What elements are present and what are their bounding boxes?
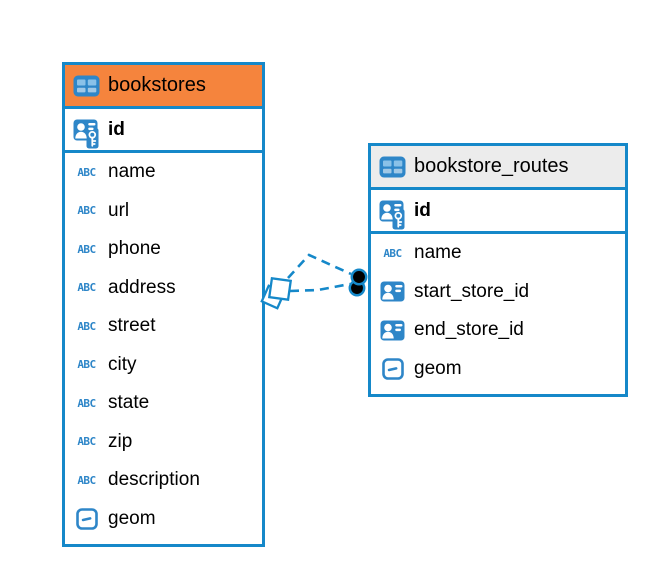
- column-row-id[interactable]: id: [65, 109, 262, 153]
- text-type-icon: ABC: [77, 473, 96, 487]
- table-title: bookstores: [108, 74, 206, 96]
- table-icon: [73, 75, 100, 97]
- column-name-label: address: [108, 276, 176, 298]
- column-row-start-store-id[interactable]: start_store_id: [371, 273, 625, 312]
- entity-table-bookstores[interactable]: bookstores id ABC name ABC: [62, 62, 265, 547]
- relationship-source-marker: [260, 276, 293, 310]
- text-type-icon: ABC: [77, 242, 96, 256]
- column-row-geom[interactable]: geom: [371, 350, 625, 389]
- relationship-target-marker: [348, 268, 368, 297]
- column-name-label: id: [414, 199, 431, 221]
- column-row-end-store-id[interactable]: end_store_id: [371, 311, 625, 350]
- text-type-icon: ABC: [77, 281, 96, 295]
- table-title: bookstore_routes: [414, 155, 569, 177]
- text-type-icon: ABC: [77, 358, 96, 372]
- column-name-label: phone: [108, 238, 161, 260]
- column-row-state[interactable]: ABC state: [65, 384, 262, 423]
- column-row-street[interactable]: ABC street: [65, 307, 262, 346]
- column-name-label: description: [108, 469, 200, 491]
- column-name-label: end_store_id: [414, 319, 524, 341]
- text-type-icon: ABC: [77, 319, 96, 333]
- foreign-key-icon: [379, 281, 406, 302]
- column-row-name[interactable]: ABC name: [371, 234, 625, 273]
- column-name-label: street: [108, 315, 156, 337]
- table-header-bookstore-routes[interactable]: bookstore_routes: [371, 146, 625, 190]
- column-name-label: start_store_id: [414, 280, 530, 302]
- column-name-label: city: [108, 353, 137, 375]
- primary-key-icon: [73, 111, 100, 149]
- column-name-label: id: [108, 118, 125, 140]
- text-type-icon: ABC: [383, 246, 402, 260]
- column-row-url[interactable]: ABC url: [65, 192, 262, 231]
- table-header-bookstores[interactable]: bookstores: [65, 65, 262, 109]
- column-name-label: name: [108, 161, 156, 183]
- column-name-label: name: [414, 242, 462, 264]
- column-row-address[interactable]: ABC address: [65, 269, 262, 308]
- column-row-phone[interactable]: ABC phone: [65, 230, 262, 269]
- text-type-icon: ABC: [77, 204, 96, 218]
- column-row-zip[interactable]: ABC zip: [65, 423, 262, 462]
- text-type-icon: ABC: [77, 396, 96, 410]
- column-name-label: zip: [108, 430, 133, 452]
- entity-table-bookstore-routes[interactable]: bookstore_routes id ABC name: [368, 143, 628, 397]
- column-row-city[interactable]: ABC city: [65, 346, 262, 385]
- column-row-id[interactable]: id: [371, 190, 625, 234]
- column-name-label: geom: [414, 357, 462, 379]
- column-row-name[interactable]: ABC name: [65, 153, 262, 192]
- relationship-line-upper: [287, 253, 352, 279]
- column-name-label: geom: [108, 507, 156, 529]
- geometry-type-icon: [73, 507, 100, 530]
- column-row-description[interactable]: ABC description: [65, 461, 262, 500]
- foreign-key-icon: [379, 320, 406, 341]
- column-name-label: state: [108, 392, 150, 414]
- relationship-line-lower: [289, 282, 351, 293]
- text-type-icon: ABC: [77, 435, 96, 449]
- text-type-icon: ABC: [77, 165, 96, 179]
- table-icon: [379, 156, 406, 178]
- column-name-label: url: [108, 199, 130, 221]
- primary-key-icon: [379, 192, 406, 230]
- geometry-type-icon: [379, 357, 406, 380]
- column-row-geom[interactable]: geom: [65, 500, 262, 539]
